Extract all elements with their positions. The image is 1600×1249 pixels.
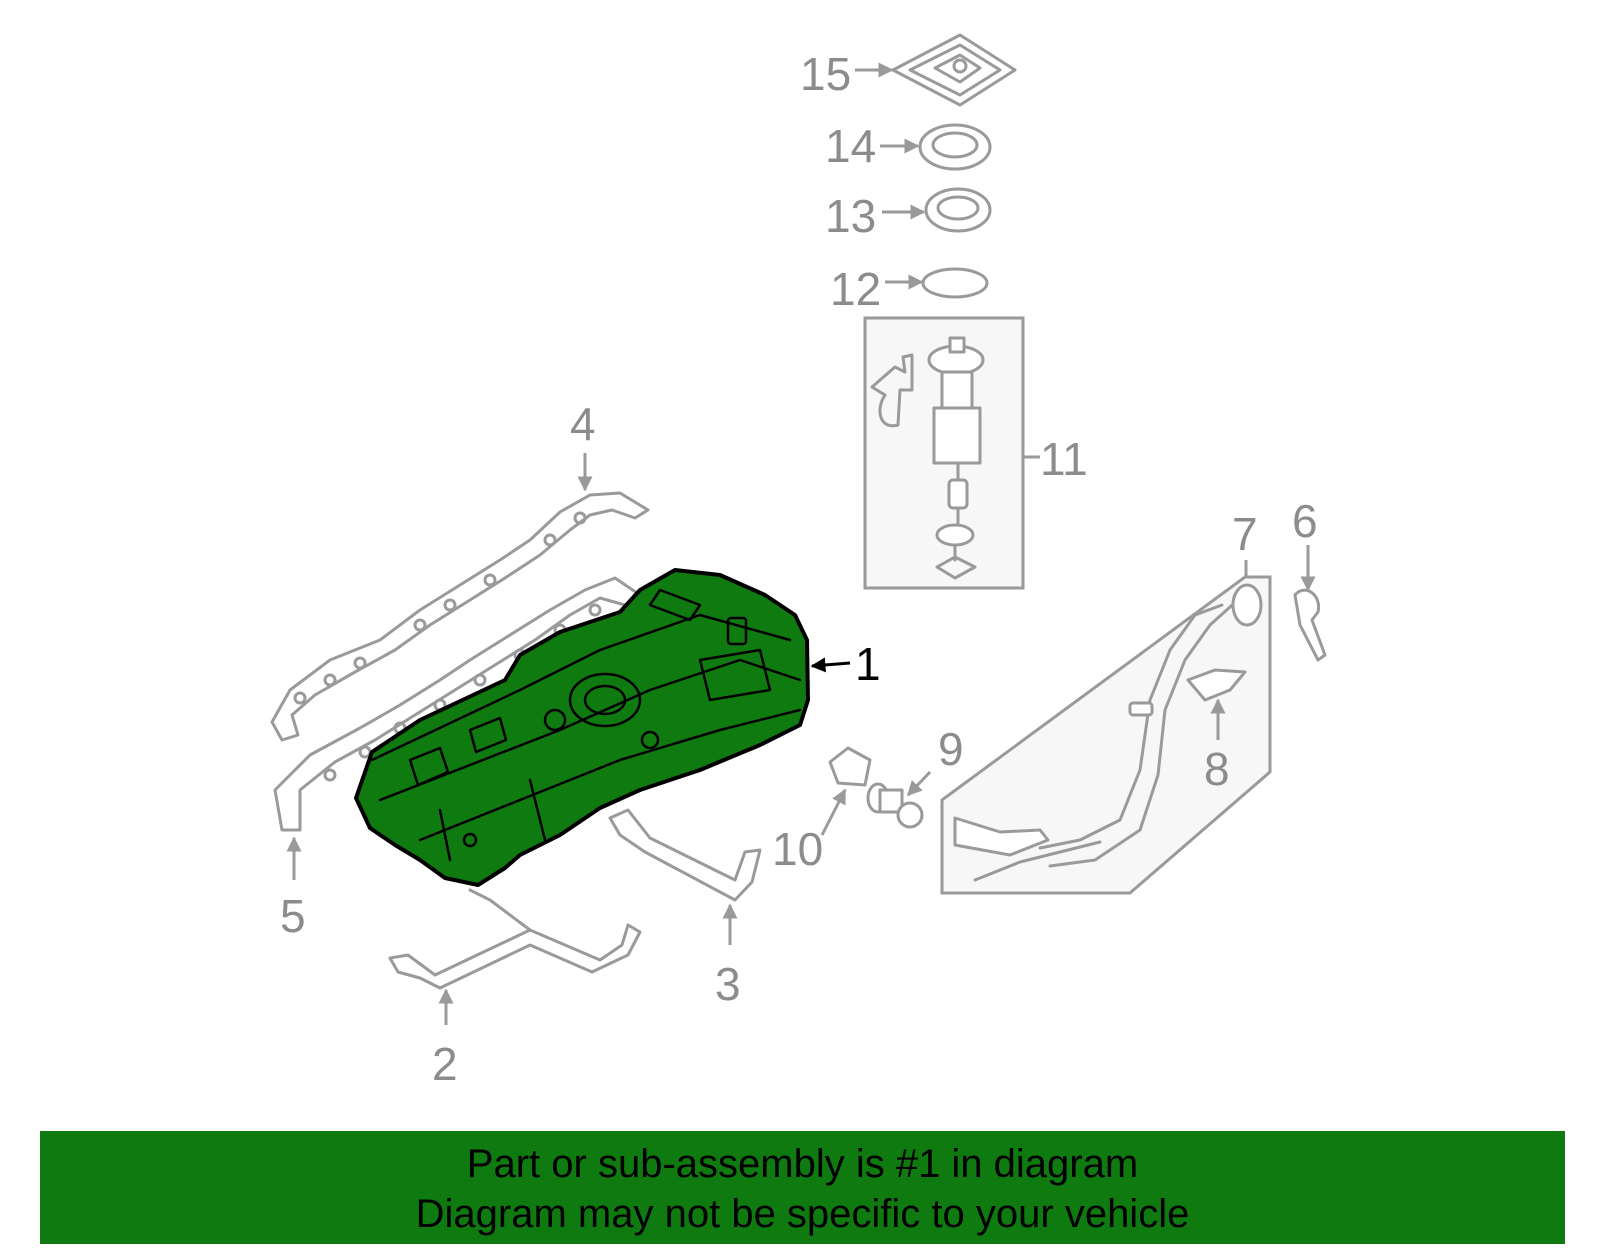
callout-9[interactable]: 9: [938, 723, 964, 775]
callout-11[interactable]: 11: [1040, 433, 1088, 485]
banner-line-part-number: Part or sub-assembly is #1 in diagram: [466, 1142, 1139, 1186]
callout-3[interactable]: 3: [715, 958, 741, 1010]
part-4-heat-shield[interactable]: [270, 491, 650, 742]
part-13-retainer-ring[interactable]: [924, 187, 992, 233]
callout-8[interactable]: 8: [1204, 743, 1230, 795]
part-1-fuel-tank[interactable]: [354, 568, 810, 887]
callout-7[interactable]: 7: [1232, 508, 1258, 560]
leader-9: [906, 770, 932, 797]
part-6-clip[interactable]: [1293, 588, 1327, 662]
part-11-fuel-pump-module[interactable]: [863, 316, 1025, 590]
callout-1[interactable]: 1: [855, 638, 881, 690]
part-8-bracket[interactable]: [1186, 668, 1247, 702]
leader-1: [810, 657, 851, 673]
banner-line-disclaimer: Diagram may not be specific to your vehi…: [415, 1192, 1190, 1236]
callout-10[interactable]: 10: [772, 823, 823, 875]
callout-2[interactable]: 2: [432, 1038, 458, 1090]
part-15-cover-plate[interactable]: [891, 33, 1017, 107]
part-2-tank-strap-front[interactable]: [388, 888, 642, 990]
callout-12[interactable]: 12: [830, 263, 881, 315]
callout-5[interactable]: 5: [280, 890, 306, 942]
callout-13[interactable]: 13: [825, 190, 876, 242]
callout-14[interactable]: 14: [825, 120, 876, 172]
info-banner: Part or sub-assembly is #1 in diagram Di…: [40, 1131, 1565, 1244]
callout-4[interactable]: 4: [570, 398, 596, 450]
part-10-cap[interactable]: [828, 746, 872, 787]
callout-15[interactable]: 15: [800, 48, 851, 100]
leader-10: [820, 788, 847, 836]
part-14-lock-ring[interactable]: [918, 123, 992, 171]
part-12-gasket[interactable]: [921, 267, 989, 299]
part-3-tank-strap-rear[interactable]: [608, 808, 762, 902]
callout-6[interactable]: 6: [1292, 495, 1318, 547]
part-9-grommet[interactable]: [866, 782, 924, 829]
part-7-filler-neck-assembly[interactable]: [940, 575, 1272, 895]
